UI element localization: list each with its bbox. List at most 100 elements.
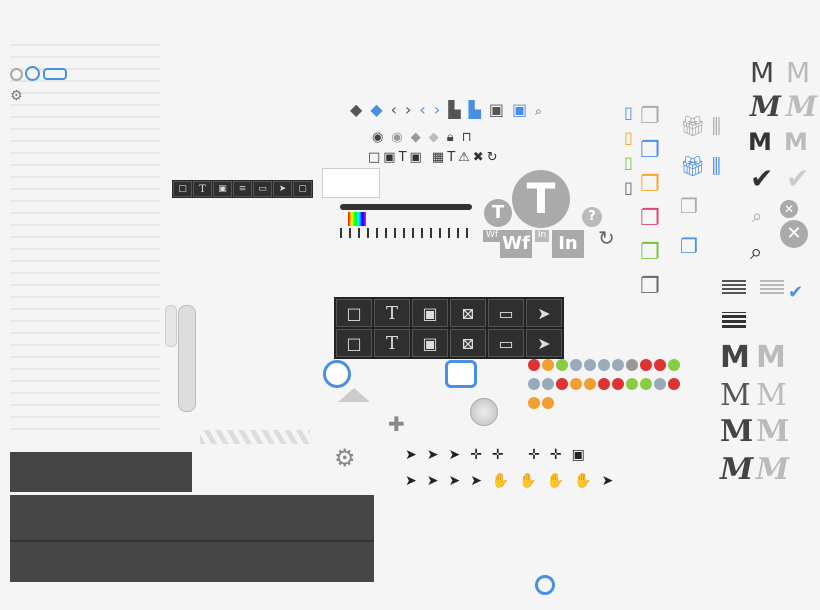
color-picker-swatch[interactable] — [348, 212, 366, 226]
icon-row-eyes: ◉◉◆◆🔒︎⊓ — [372, 130, 480, 145]
font-large-6[interactable]: M — [756, 414, 790, 449]
gift-icon-blue[interactable]: 🎁︎ ⫼ — [680, 154, 721, 178]
square-tool-icon[interactable]: □ — [173, 181, 192, 197]
device-icon-green[interactable]: ▯ — [624, 153, 633, 172]
close-icon[interactable]: ✕ — [780, 200, 798, 218]
copy-icon-active[interactable]: ❐ — [680, 234, 698, 258]
search-icon-large[interactable]: ⌕ — [750, 240, 763, 265]
dropdown-box[interactable] — [322, 168, 380, 198]
dark-panel-top — [10, 452, 192, 492]
label-in-small: In — [535, 230, 549, 242]
code-icon[interactable]: ‹› — [390, 100, 420, 119]
lock-icon[interactable]: 🔒︎ — [446, 130, 462, 145]
font-large-7[interactable]: M — [720, 452, 754, 487]
image-tool-icon[interactable]: ▣ — [412, 329, 448, 357]
list-tool-icon[interactable]: ≡ — [233, 181, 252, 197]
device-icon-gray[interactable]: ▯ — [624, 178, 633, 197]
placeholder-icon[interactable]: ⊠ — [450, 329, 486, 357]
frame-tool-icon[interactable]: ▭ — [488, 299, 524, 327]
font-sample-3[interactable]: M — [750, 90, 781, 123]
square-tool-icon[interactable]: □ — [336, 299, 372, 327]
vertical-handle[interactable] — [165, 305, 177, 347]
image-icon-active[interactable]: ▣ — [511, 100, 536, 119]
gift-icon[interactable]: 🎁︎ ⫼ — [680, 114, 721, 138]
pointer-tool-icon[interactable]: ➤ — [526, 299, 562, 327]
pointer-tool-icon[interactable]: ➤ — [526, 329, 562, 357]
image-icon[interactable]: ▣ — [488, 100, 512, 119]
text-tool[interactable]: T — [374, 329, 410, 357]
copy-icon-blue[interactable]: ❐ — [640, 138, 660, 163]
copy-icon-gray[interactable]: ❐ — [640, 274, 660, 299]
pointer-tool-icon[interactable]: ➤ — [273, 181, 292, 197]
close-icon-large[interactable]: ✕ — [780, 220, 808, 248]
unlock-icon[interactable]: ⊓ — [461, 130, 480, 145]
plus-icon[interactable]: ✚ — [388, 412, 405, 436]
search-icon[interactable]: ⌕ — [535, 104, 550, 118]
placeholder-icon[interactable]: ⊠ — [450, 299, 486, 327]
radio-large[interactable] — [323, 360, 351, 388]
device-icons: ▯ ▯ ▯ ▯ — [624, 100, 644, 200]
font-large-2[interactable]: M — [756, 340, 786, 375]
font-large-8[interactable]: M — [756, 452, 790, 487]
code-icon-active[interactable]: ‹› — [419, 100, 449, 119]
font-sample-5[interactable]: M — [748, 128, 772, 156]
font-sample-4[interactable]: M — [786, 90, 817, 123]
check-icon[interactable]: ✔ — [750, 162, 774, 195]
copy-icon-green[interactable]: ❐ — [640, 240, 660, 265]
frame-tool-icon[interactable]: ▭ — [488, 329, 524, 357]
logo-small: T — [484, 199, 512, 227]
align-icon[interactable]: ▙ — [448, 100, 469, 119]
placeholder-icon[interactable]: ▢ — [293, 181, 312, 197]
image-tool-icon[interactable]: ▣ — [213, 181, 232, 197]
radio-bottom[interactable] — [535, 575, 555, 595]
font-large-4[interactable]: M — [756, 378, 787, 413]
font-sample-6[interactable]: M — [784, 128, 808, 156]
slider-track[interactable] — [340, 204, 472, 210]
square-tool-icon[interactable]: □ — [336, 329, 372, 357]
label-in-large: In — [552, 230, 584, 258]
ruler — [340, 228, 475, 238]
eye-icon[interactable]: ◉ — [372, 130, 392, 145]
button-large-selected[interactable] — [445, 360, 477, 388]
gear-icon[interactable]: ⚙ — [334, 444, 356, 472]
copy-icon[interactable]: ❐ — [640, 104, 660, 129]
chevron-strip-icon — [200, 430, 310, 444]
image-tool-icon[interactable]: ▣ — [412, 299, 448, 327]
toolbar-large: □ T ▣ ⊠ ▭ ➤ □ T ▣ ⊠ ▭ ➤ — [334, 297, 564, 359]
divider — [10, 540, 374, 542]
eye-icon-faded[interactable]: ◉ — [391, 130, 411, 145]
refresh-icon[interactable]: ↻ — [598, 226, 615, 250]
align-icon-active[interactable]: ▙ — [468, 100, 489, 119]
label-wf-small: Wf — [483, 230, 501, 242]
check-icon-faded[interactable]: ✔ — [786, 162, 810, 195]
diamond-icon-faded[interactable]: ◆ — [428, 130, 447, 145]
status-dots — [527, 357, 687, 414]
device-icon-orange[interactable]: ▯ — [624, 128, 633, 147]
font-large-1[interactable]: M — [720, 340, 750, 375]
text-tool[interactable]: T — [374, 299, 410, 327]
text-tool[interactable]: T — [193, 181, 212, 197]
device-icon-blue[interactable]: ▯ — [624, 103, 633, 122]
font-sample-1[interactable]: M — [750, 56, 775, 89]
copy-icon-orange[interactable]: ❐ — [640, 172, 660, 197]
copy-icon-faded[interactable]: ❐ — [680, 194, 698, 218]
check-icon-blue[interactable]: ✔ — [788, 282, 804, 303]
list-icon[interactable] — [722, 278, 746, 294]
diamond-icon[interactable]: ◆ — [410, 130, 429, 145]
help-icon[interactable]: ? — [582, 207, 602, 227]
search-icon-small[interactable]: ⌕ — [752, 206, 763, 227]
list-icon-bold[interactable] — [722, 312, 746, 328]
dark-panel-bottom — [10, 495, 374, 582]
knob[interactable] — [470, 398, 498, 426]
font-large-5[interactable]: M — [720, 414, 754, 449]
label-wf-large: Wf — [500, 230, 532, 258]
layers-icon[interactable]: ◆ — [350, 100, 371, 119]
copy-icon-pink[interactable]: ❐ — [640, 206, 660, 231]
font-sample-2[interactable]: M — [786, 56, 811, 89]
layers-icon-active[interactable]: ◆ — [370, 100, 391, 119]
font-large-3[interactable]: M — [720, 378, 751, 413]
gear-icon-small[interactable]: ⚙ — [10, 88, 23, 104]
vertical-scrollbar[interactable] — [178, 305, 196, 412]
frame-tool-icon[interactable]: ▭ — [253, 181, 272, 197]
list-icon-faded[interactable] — [760, 278, 784, 294]
